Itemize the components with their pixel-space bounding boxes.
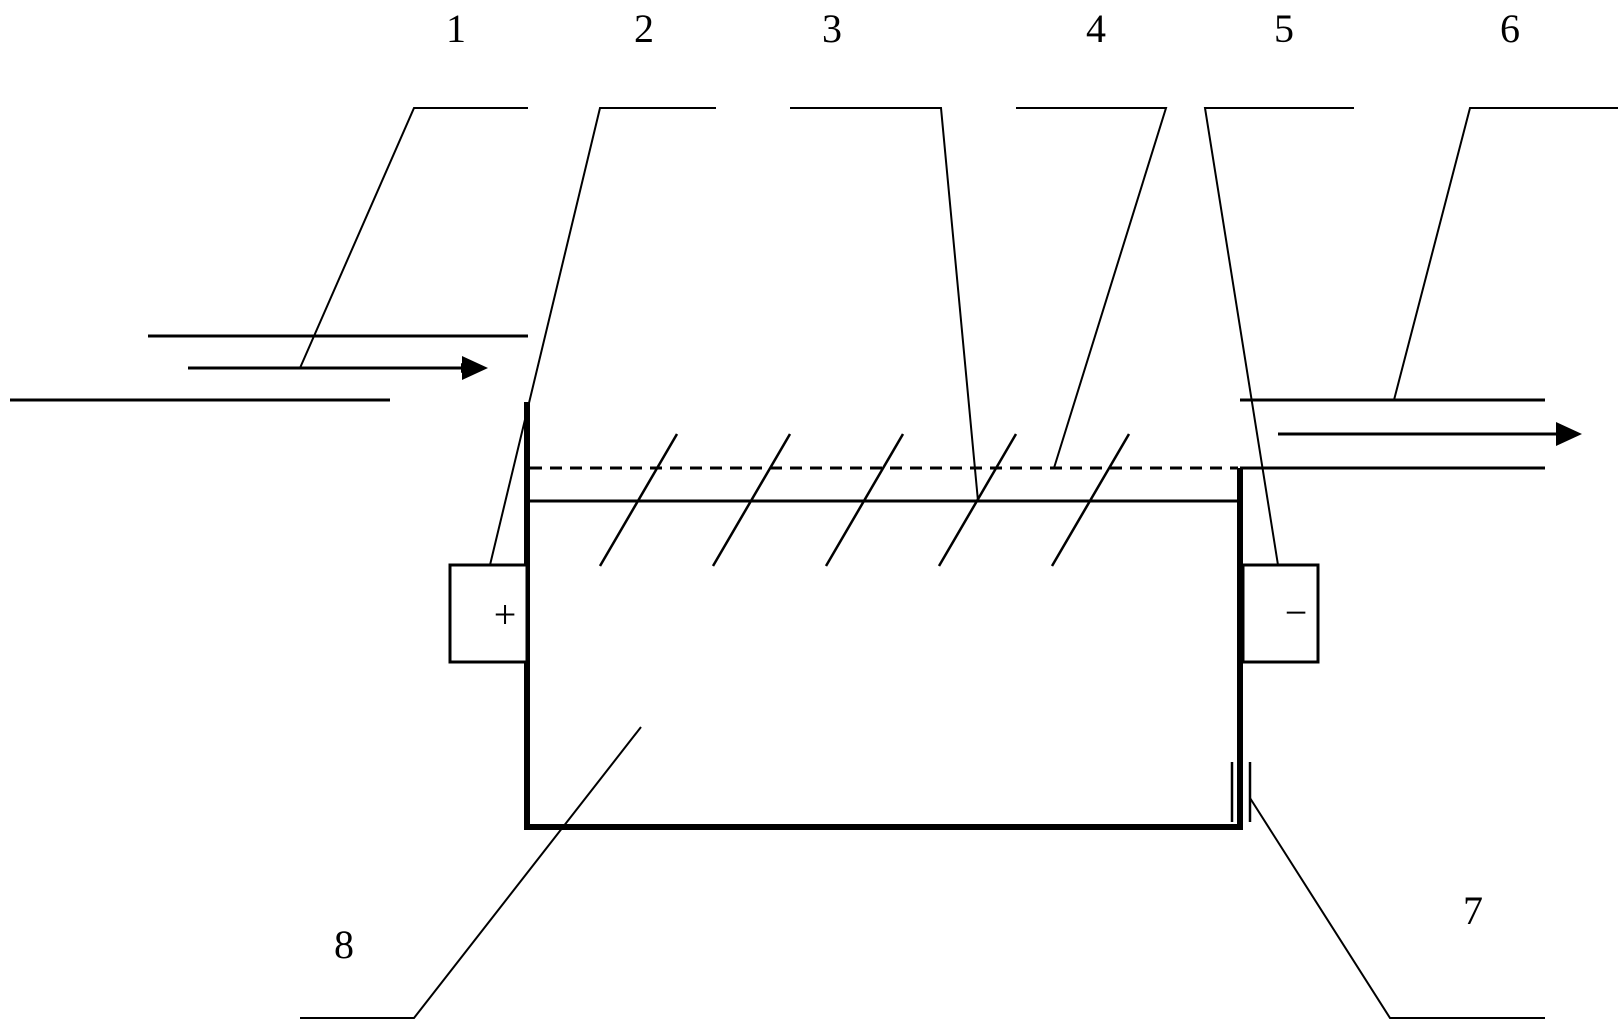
outlet-arrowhead (1556, 422, 1582, 446)
hatch-mark (711, 433, 792, 567)
label-8: 8 (334, 922, 354, 967)
leader-line-4 (1016, 107, 1168, 469)
leader-line-8 (300, 726, 642, 1019)
label-4: 4 (1086, 6, 1106, 51)
leader-line-5 (1203, 107, 1354, 566)
label-2: 2 (634, 6, 654, 51)
outlet-pipe (1240, 398, 1545, 470)
hatch-mark (598, 433, 679, 567)
positive-terminal-box (448, 563, 529, 664)
drain-valve (1230, 762, 1252, 822)
label-6: 6 (1500, 6, 1520, 51)
label-7: 7 (1463, 888, 1483, 933)
hatch-mark (1050, 433, 1131, 567)
negative-terminal-box (1241, 563, 1320, 664)
label-3: 3 (822, 6, 842, 51)
leader-line-6 (1393, 107, 1618, 401)
positive-sign: + (494, 592, 517, 637)
leader-line-3 (790, 107, 979, 502)
label-5: 5 (1274, 6, 1294, 51)
leader-line-2 (489, 107, 716, 566)
negative-sign: − (1285, 590, 1308, 635)
label-1: 1 (446, 6, 466, 51)
inlet-arrowhead (462, 356, 488, 380)
reference-numerals: 1 2 3 4 5 6 7 8 (334, 6, 1520, 967)
leader-lines (299, 107, 1618, 1019)
hatch-mark (824, 433, 905, 567)
leader-line-1 (299, 107, 528, 369)
leader-line-7 (1249, 797, 1545, 1019)
inlet-pipe (10, 334, 528, 402)
